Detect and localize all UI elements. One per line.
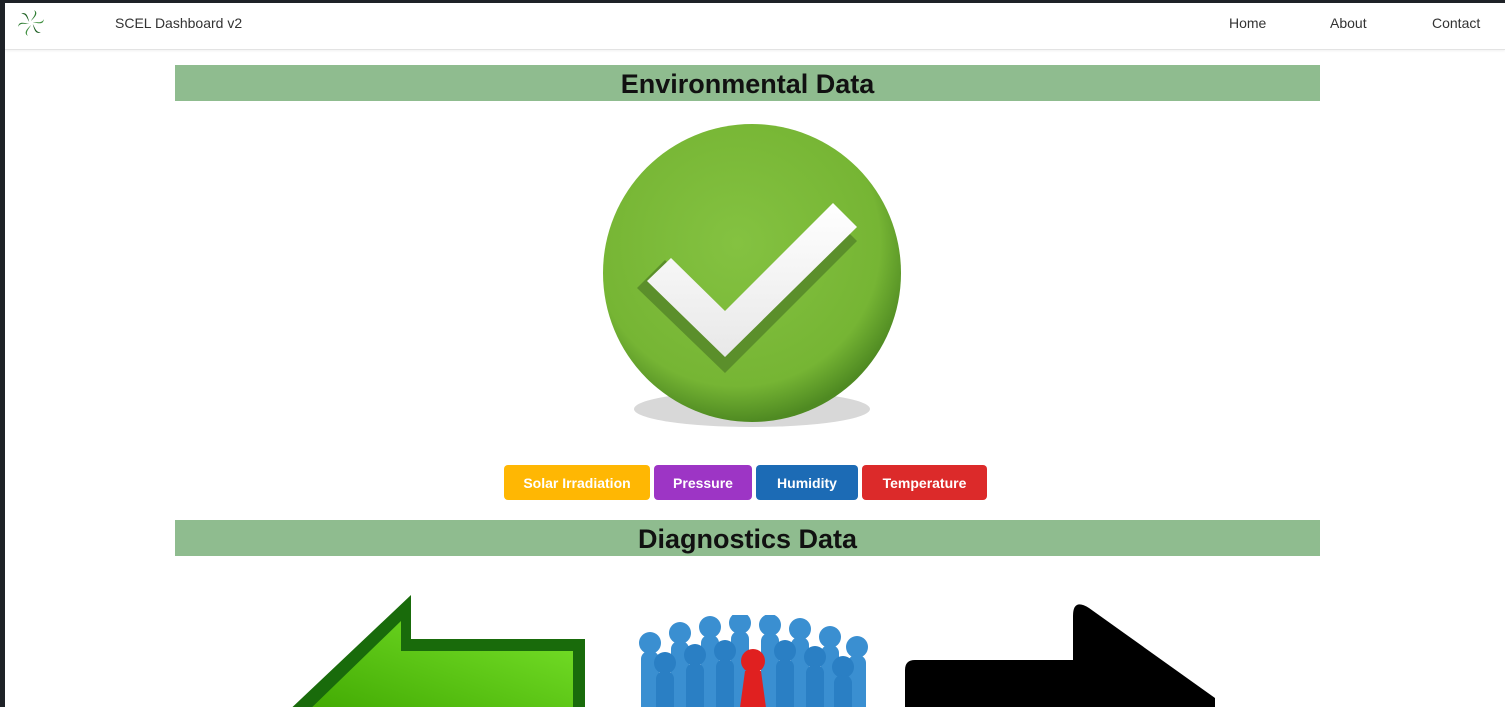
environmental-button-row: Solar Irradiation Pressure Humidity Temp… bbox=[504, 465, 987, 500]
page-frame: SCEL Dashboard v2 Home About Contact Env… bbox=[5, 3, 1505, 707]
diagnostics-section-title: Diagnostics Data bbox=[175, 520, 1320, 556]
solar-irradiation-button[interactable]: Solar Irradiation bbox=[504, 465, 650, 500]
nav-home-link[interactable]: Home bbox=[1229, 15, 1267, 31]
green-check-icon bbox=[603, 124, 901, 427]
swirl-logo-icon[interactable] bbox=[16, 8, 46, 38]
nav-about-link[interactable]: About bbox=[1330, 15, 1367, 31]
brand-link[interactable]: SCEL Dashboard v2 bbox=[115, 15, 243, 31]
black-right-arrow-icon[interactable] bbox=[905, 598, 1225, 707]
crowd-figures-image[interactable] bbox=[605, 615, 890, 707]
humidity-button[interactable]: Humidity bbox=[756, 465, 858, 500]
green-left-arrow-icon[interactable] bbox=[273, 591, 589, 707]
top-navbar: SCEL Dashboard v2 Home About Contact bbox=[5, 3, 1505, 50]
environmental-section-title: Environmental Data bbox=[175, 65, 1320, 101]
nav-contact-link[interactable]: Contact bbox=[1432, 15, 1481, 31]
pressure-button[interactable]: Pressure bbox=[654, 465, 752, 500]
temperature-button[interactable]: Temperature bbox=[862, 465, 987, 500]
